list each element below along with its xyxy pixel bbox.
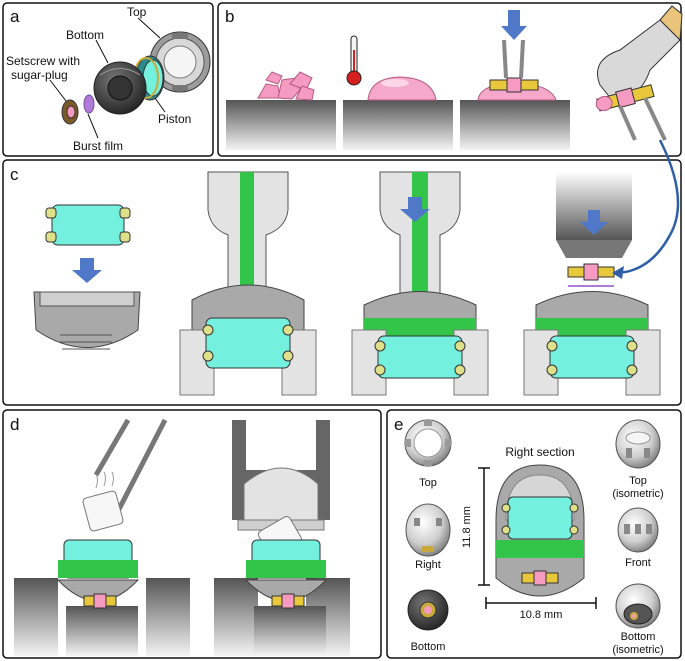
- burst-film-part: [83, 94, 95, 114]
- panel-c: c: [2, 139, 682, 406]
- label-e-bottom: Bottom: [411, 641, 446, 653]
- down-arrow-icon: [400, 197, 430, 222]
- label-height: 11.8 mm: [461, 506, 473, 548]
- label-front: Front: [625, 557, 651, 569]
- label-e-right: Right: [415, 559, 441, 571]
- view-top: [404, 419, 452, 467]
- label-right-section: Right section: [505, 445, 574, 459]
- bottom-part: [93, 61, 147, 115]
- panel-c-letter: c: [10, 165, 19, 184]
- step-brush: [595, 5, 683, 141]
- view-bottom: [407, 589, 449, 631]
- panel-e-frame: [386, 409, 682, 659]
- panel-b-letter: b: [225, 7, 234, 26]
- label-width: 10.8 mm: [520, 609, 563, 621]
- label-burst-film: Burst film: [73, 139, 123, 153]
- c-step-fill: [179, 171, 317, 396]
- label-e-top: Top: [419, 477, 437, 489]
- label-bottom-iso-2: (isometric): [612, 644, 663, 656]
- step-melted: [343, 35, 453, 150]
- step-sugar-lumps: [226, 71, 336, 150]
- label-top-iso-1: Top: [629, 475, 647, 487]
- setscrew-part: [61, 99, 79, 125]
- dimension-lines: [478, 467, 597, 609]
- panel-c-frame: [2, 159, 682, 406]
- thermometer-icon: [346, 35, 362, 86]
- step-press-plug: [460, 10, 570, 150]
- down-arrow-icon: [580, 210, 608, 235]
- down-arrow-icon: [501, 10, 527, 40]
- c-step-insert-piston: [33, 204, 141, 350]
- panel-d-frame: [2, 409, 382, 659]
- panel-e-letter: e: [394, 415, 403, 434]
- view-front: [617, 507, 659, 553]
- label-bottom: Bottom: [66, 28, 104, 42]
- d-step-cap: [214, 420, 350, 656]
- panel-a-frame: [2, 2, 214, 157]
- c-step-filled: [351, 171, 489, 396]
- panel-a-letter: a: [10, 7, 20, 26]
- transfer-curve: [615, 139, 680, 275]
- view-bottom-isometric: [615, 583, 661, 629]
- label-setscrew-1: Setscrew with: [6, 54, 80, 68]
- panel-d: d: [2, 409, 382, 659]
- down-arrow-icon: [72, 258, 102, 283]
- panel-b: b: [217, 2, 683, 157]
- top-part: [149, 31, 211, 93]
- label-top: Top: [127, 5, 147, 19]
- view-right: [405, 503, 451, 557]
- right-section-view: [495, 464, 585, 597]
- exploded-view: [61, 31, 211, 125]
- label-piston: Piston: [158, 112, 191, 126]
- panel-a: a: [2, 2, 214, 157]
- d-step-drop: [14, 418, 190, 656]
- label-setscrew-2: sugar-plug: [11, 68, 68, 82]
- leader-lines: [49, 17, 166, 139]
- panel-e: e Top Right Bottom Right section: [386, 409, 682, 659]
- view-top-isometric: [615, 419, 661, 469]
- label-bottom-iso-1: Bottom: [621, 631, 656, 643]
- panel-b-frame: [217, 2, 682, 157]
- c-step-seal: [523, 172, 661, 396]
- label-top-iso-2: (isometric): [612, 488, 663, 500]
- panel-d-letter: d: [10, 415, 19, 434]
